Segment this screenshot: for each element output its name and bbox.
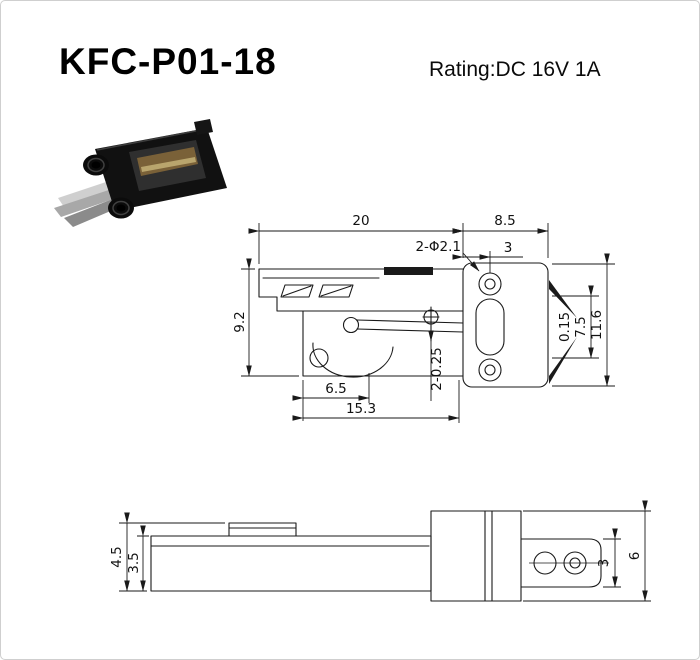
label-slots: 2-0.25 [429,347,445,391]
terminal-bar [384,267,433,275]
product-photo [54,119,227,227]
dim-pin-x: 15.3 [346,401,376,417]
body-step [228,522,297,537]
body-side [150,535,432,592]
mounting-plate [462,262,549,388]
dim-block-height: 6 [627,552,643,561]
switch-tab [194,119,213,135]
dimension-lines [241,223,615,423]
dim-flange-height: 3 [596,559,612,568]
rating-text: Rating:DC 16V 1A [429,58,601,81]
dim-flange-width: 8.5 [494,213,515,229]
label-holes: 2-Φ2.1 [415,239,461,255]
dim-overall-height: 4.5 [109,546,125,567]
switch-outline [258,262,549,388]
step-wedge-top [549,280,577,318]
top-view-drawing: 20 8.5 3 2-Φ2.1 9.2 0.15 7.5 11.6 6.5 15… [232,213,615,423]
dim-body-height: 9.2 [232,311,248,332]
dim-total-height: 11.6 [589,310,605,340]
plate-slot [475,298,505,356]
side-outline [150,510,602,602]
dim-pivot-x: 6.5 [325,381,346,397]
connector-block [430,510,522,602]
side-dimension-lines [119,500,651,602]
dim-inner-height: 7.5 [573,316,589,337]
side-view-drawing: 4.5 3.5 3 6 [109,500,651,602]
step-wedge-bottom [549,337,577,384]
dim-hole-offset: 3 [504,240,513,256]
mounting-boss-lower [108,197,134,219]
mounting-boss-upper [83,154,109,176]
dim-step: 0.15 [557,312,573,342]
dim-width: 20 [352,213,369,229]
switch-body [95,119,227,211]
page-title: KFC-P01-18 [59,41,277,82]
dim-base-height: 3.5 [126,552,142,573]
